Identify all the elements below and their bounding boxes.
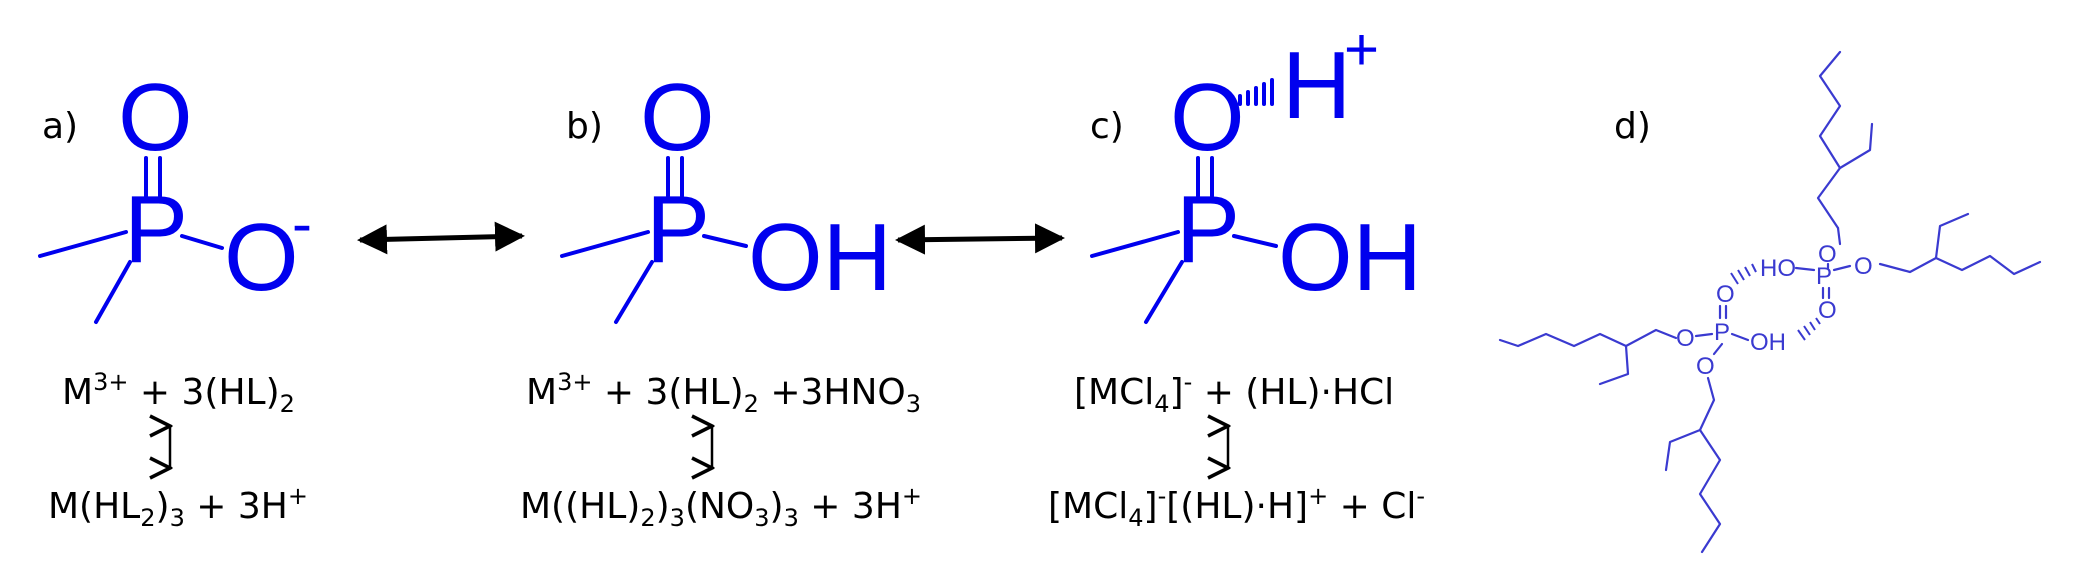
atom-o2: O (1854, 253, 1873, 280)
equation-b-reactants: M3+ + 3(HL)2 +3HNO3 (526, 368, 921, 418)
atom-o-top: O (640, 64, 715, 171)
resonance-arrow-ab (357, 221, 525, 255)
equation-c-reactants: [MCl4]- + (HL)·HCl (1074, 368, 1394, 418)
atom-o1: O (1818, 241, 1837, 268)
atom-h: H (1282, 32, 1351, 139)
lower-chain-left (1498, 328, 1678, 348)
atom-p-lower: P (1714, 319, 1730, 346)
panel-a-structure: O P O - (38, 64, 312, 324)
panel-b-label: b) (566, 106, 603, 147)
equation-a-products: M(HL2)3 + 3H+ (48, 482, 308, 532)
equation-a-reactants: M3+ + 3(HL)2 (62, 368, 295, 418)
atom-o-lower-b: O (1696, 353, 1715, 380)
panel-c: c) O H + P OH [MCl4]- + (HL)·HCl (1048, 16, 1425, 532)
atom-p: P (646, 176, 710, 283)
panel-a-label: a) (42, 106, 78, 147)
panel-b-structure: O P OH (560, 64, 892, 324)
panel-c-structure: O H + P OH (1090, 16, 1422, 324)
panel-c-equation: [MCl4]- + (HL)·HCl [MCl4]-[(HL)·H]+ + Cl… (1048, 368, 1425, 532)
panel-a-equation: M3+ + 3(HL)2 M(HL2)3 + 3H+ (48, 368, 308, 532)
lower-chain-bottom (1698, 376, 1722, 554)
atom-o-top: O (1170, 64, 1245, 171)
equation-b-products: M((HL)2)3(NO3)3 + 3H+ (520, 482, 922, 532)
panel-b-equation: M3+ + 3(HL)2 +3HNO3 M((HL)2)3(NO3)3 + 3H… (520, 368, 922, 532)
hydrogen-bond-2 (1797, 317, 1821, 341)
atom-o-dbl-lower: O (1716, 281, 1735, 308)
dimer-structure: O O P HO O O (1498, 50, 2042, 554)
upper-chain-right (1878, 254, 2042, 276)
atom-p: P (124, 176, 188, 283)
atom-o-right: O (224, 204, 299, 311)
hashed-wedge (1238, 78, 1274, 106)
panel-d: d) O O P HO O (1498, 50, 2042, 554)
charge-plus: + (1344, 16, 1379, 83)
upper-chain-top (1816, 50, 1842, 230)
atom-p-upper: P (1816, 263, 1832, 290)
atom-ho: HO (1760, 255, 1796, 282)
hydrogen-bond-1 (1730, 263, 1757, 285)
equation-c-products: [MCl4]-[(HL)·H]+ + Cl- (1048, 482, 1425, 532)
atom-o-lower-a: O (1676, 325, 1695, 352)
atom-p: P (1176, 176, 1240, 283)
atom-oh-lower: OH (1750, 329, 1786, 356)
charge-minus: - (292, 190, 312, 257)
atom-o3: O (1818, 297, 1837, 324)
panel-d-label: d) (1614, 106, 1651, 147)
atom-oh: OH (1278, 204, 1422, 311)
resonance-arrow-bc (895, 223, 1065, 255)
panel-b: b) O P OH M3+ + 3(HL)2 +3HNO3 M((HL)2)3(… (520, 64, 922, 532)
panel-c-label: c) (1090, 106, 1124, 147)
atom-o-top: O (118, 64, 193, 171)
panel-a: a) O P O - M3+ + 3(HL)2 M(HL2)3 + 3H+ (38, 64, 312, 532)
atom-oh: OH (748, 204, 892, 311)
